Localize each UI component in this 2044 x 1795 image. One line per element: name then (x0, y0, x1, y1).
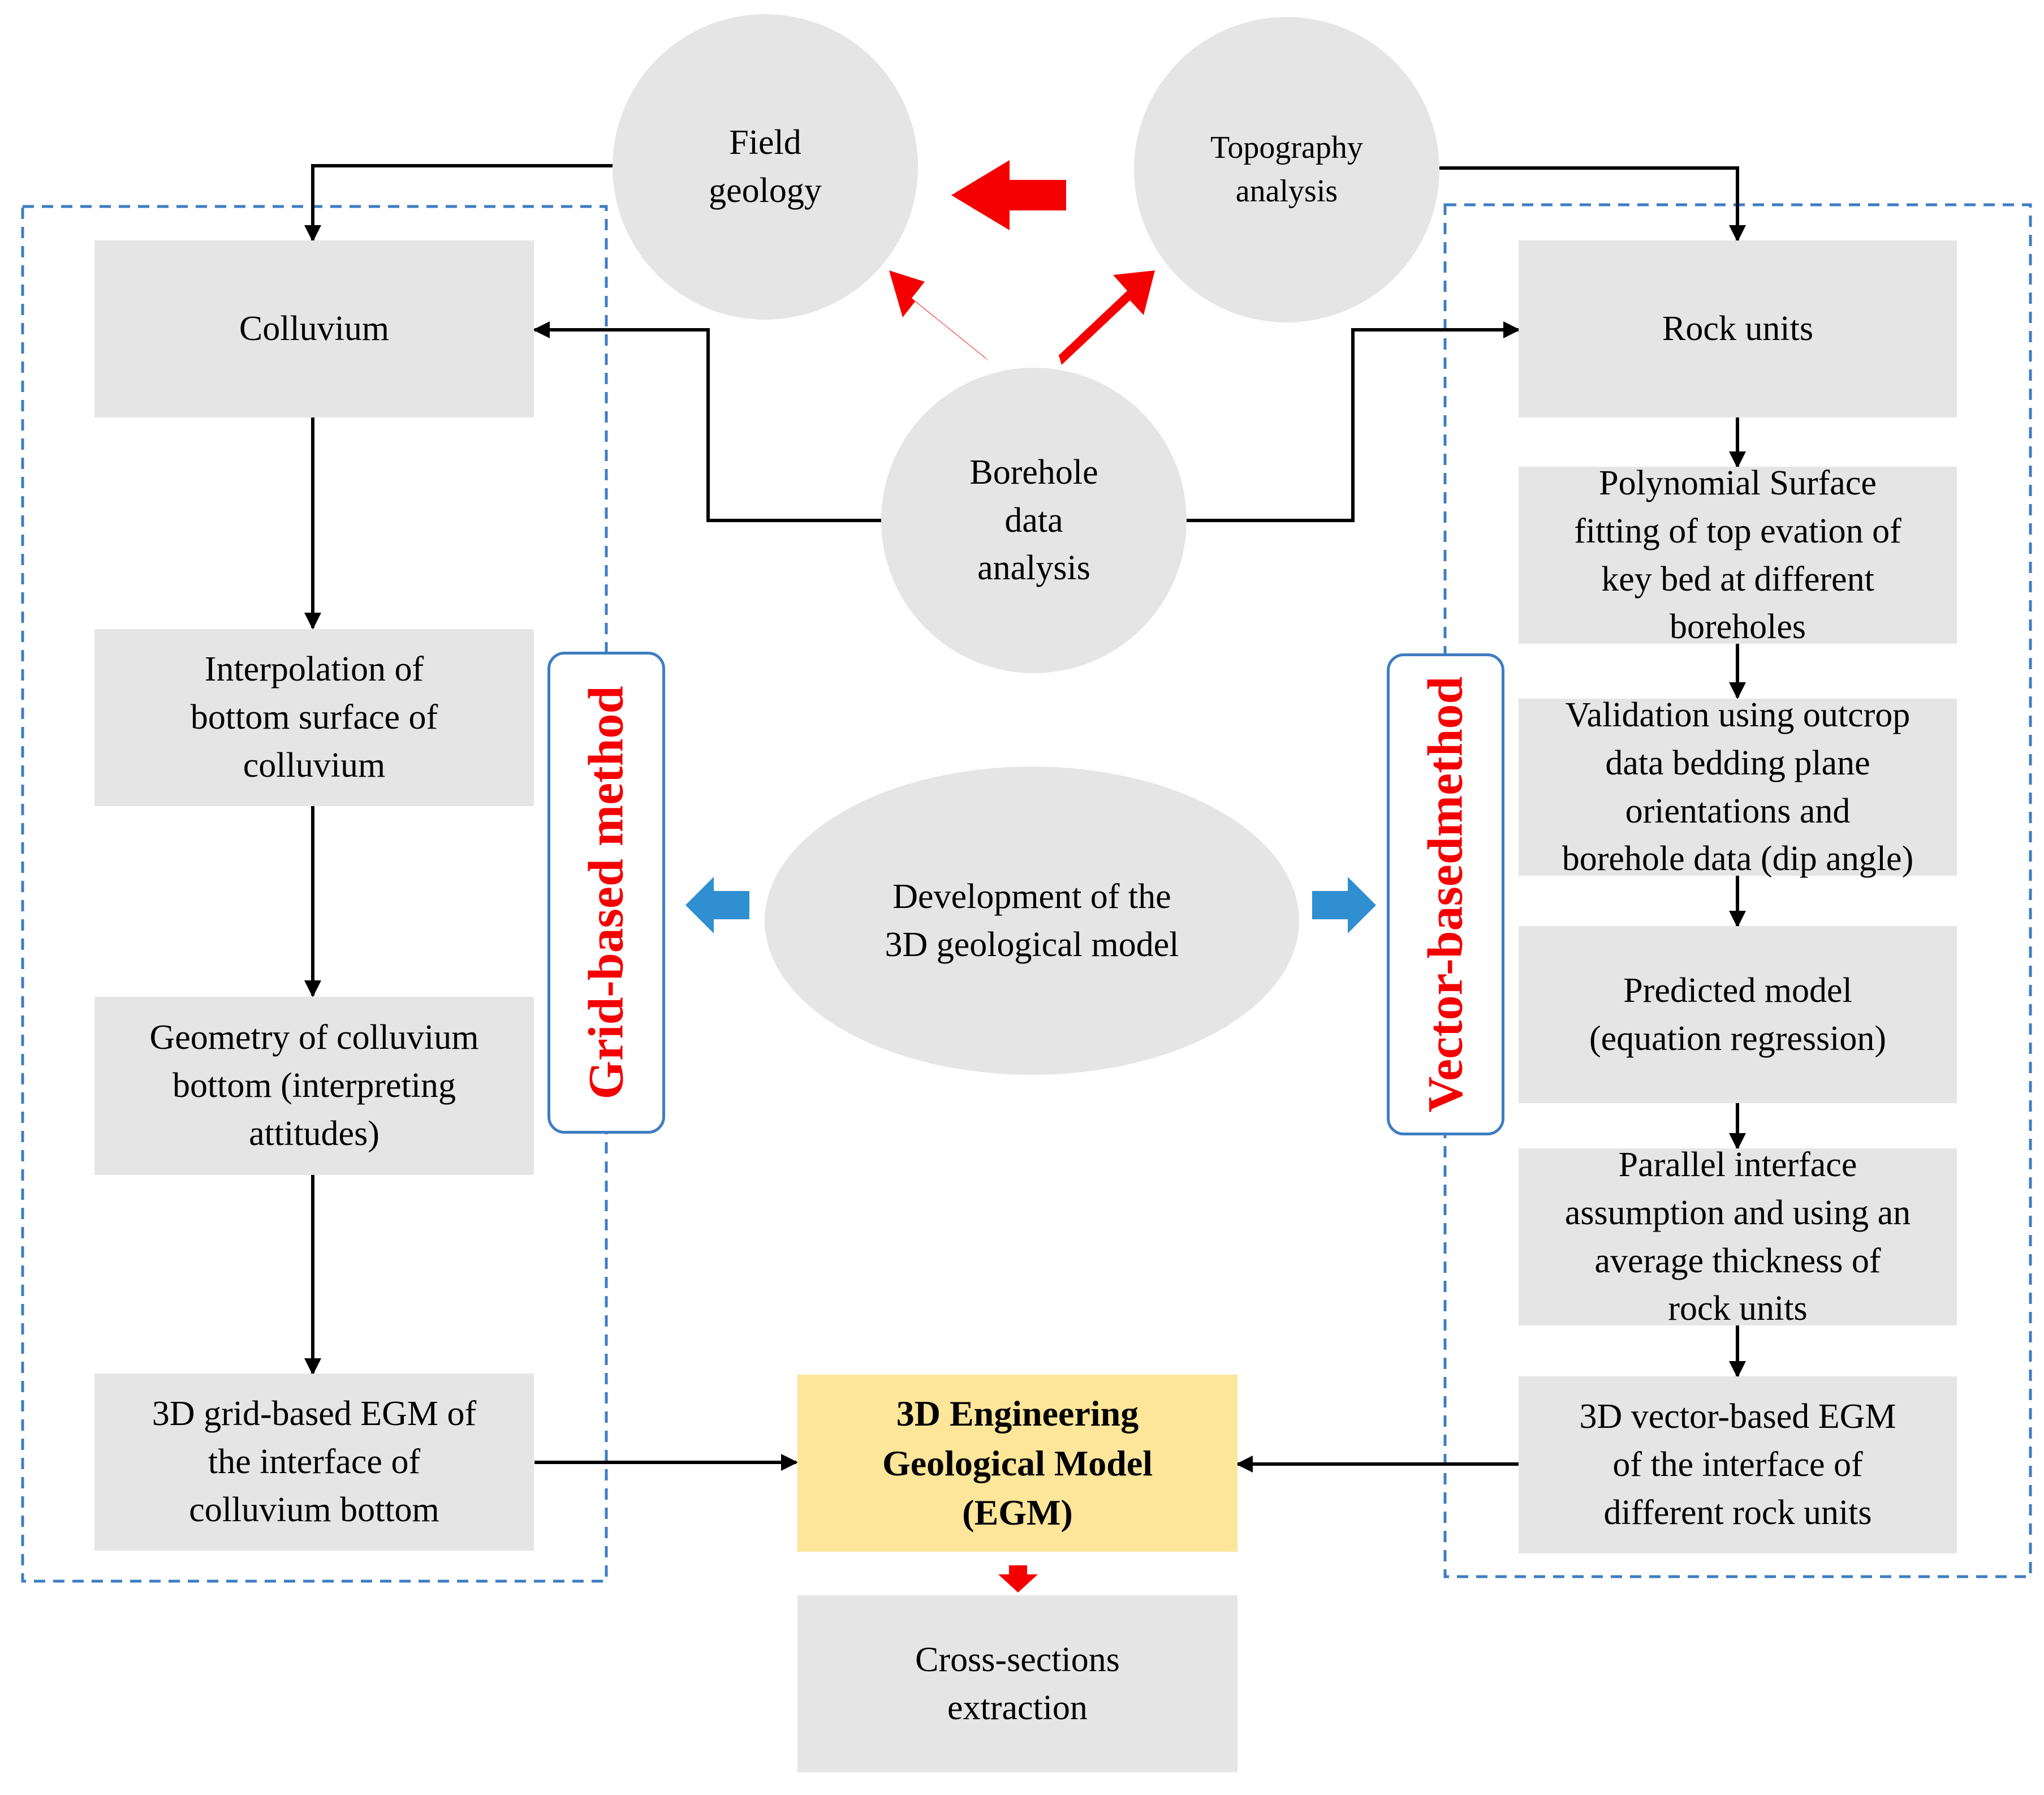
node-text: 3D grid-based EGM of the interface of coll… (152, 1390, 476, 1534)
text-line: assumption and using an (1564, 1193, 1911, 1232)
node-text: Grid-based method (578, 686, 634, 1100)
text-line: extraction (947, 1688, 1088, 1727)
polynomial-fitting-box: Polynomial Surface fitting of top evation… (1519, 464, 1957, 646)
text-line: key bed at different (1601, 559, 1874, 599)
text-line: borehole data (dip angle) (1562, 840, 1914, 879)
node-text: Predicted model (equation regression) (1589, 967, 1886, 1063)
text-line: Topography (1210, 130, 1363, 166)
geometry-box: Geometry of colluvium bottom (interpretin… (94, 997, 534, 1175)
node-text: Polynomial Surface fitting of top evation… (1574, 459, 1901, 652)
text-line: orientations and (1625, 791, 1851, 830)
topography-analysis-node: Topography analysis (1134, 17, 1439, 322)
node-text: Topography analysis (1210, 126, 1363, 213)
red-arrow-borehole-to-topography (1059, 270, 1155, 365)
grid-method-label-box: Grid-based method (547, 652, 665, 1134)
node-text: Rock units (1662, 305, 1813, 353)
node-text: Geometry of colluvium bottom (interpretin… (150, 1014, 479, 1158)
text-line: Development of the (892, 877, 1171, 916)
text-line: colluvium bottom (189, 1490, 439, 1529)
text-line: analysis (977, 549, 1090, 588)
predicted-model-box: Predicted model (equation regression) (1519, 926, 1957, 1103)
node-text: Development of the 3D geological model (885, 873, 1179, 969)
red-arrow-egm-to-cross-sections (998, 1565, 1038, 1592)
text-line: data (1004, 501, 1063, 540)
text-line: Geometry of colluvium (149, 1018, 479, 1057)
text-line: rock units (1668, 1289, 1808, 1328)
validation-box: Validation using outcrop data bedding pla… (1519, 696, 1957, 878)
borehole-data-analysis-node: Borehole data analysis (881, 368, 1187, 673)
text-line: 3D vector-based EGM (1579, 1397, 1896, 1436)
grid-method-label: Grid-based method (578, 686, 634, 1100)
node-text: Borehole data analysis (969, 449, 1098, 593)
text-line: Validation using outcrop (1565, 695, 1911, 734)
vector-method-label-box: Vector-basedmethod (1387, 653, 1504, 1135)
node-text: Cross-sections extraction (915, 1636, 1120, 1732)
text-line: bottom surface of (190, 698, 438, 737)
node-text: Vector-basedmethod (1417, 677, 1473, 1113)
development-3d-model-node: Development of the 3D geological model (765, 767, 1299, 1075)
grid-egm-box: 3D grid-based EGM of the interface of coll… (94, 1374, 534, 1551)
text-line: Rock units (1662, 309, 1813, 348)
text-line: fitting of top evation of (1574, 511, 1901, 550)
connector-field-to-colluvium (304, 164, 614, 242)
text-line: 3D grid-based EGM of (152, 1394, 477, 1434)
blue-arrow-to-grid-method (685, 877, 749, 933)
text-line: the interface of (208, 1443, 421, 1482)
text-line: 3D Engineering (896, 1393, 1139, 1434)
red-arrow-borehole-to-field (889, 270, 989, 361)
connector-borehole-to-colluvium (533, 321, 881, 522)
text-line: Vector-based (1418, 837, 1473, 1113)
text-line: Predicted model (1623, 971, 1852, 1010)
text-line: Cross-sections (915, 1640, 1120, 1679)
text-line: different rock units (1603, 1493, 1872, 1532)
field-geology-node: Field geology (613, 14, 918, 320)
text-line: method (1418, 676, 1473, 837)
node-text: Field geology (709, 119, 822, 215)
text-line: geology (709, 171, 822, 210)
text-line: Geological Model (882, 1443, 1153, 1483)
text-line: Grid-based method (579, 686, 634, 1100)
text-line: of the interface of (1612, 1445, 1863, 1484)
text-line: colluvium (243, 746, 386, 785)
text-line: Parallel interface (1618, 1145, 1857, 1184)
node-text: Parallel interface assumption and using a… (1565, 1141, 1911, 1333)
node-text: Validation using outcrop data bedding pla… (1562, 691, 1913, 884)
text-line: Interpolation of (204, 650, 424, 689)
vector-egm-box: 3D vector-based EGM of the interface of di… (1519, 1376, 1957, 1553)
text-line: analysis (1235, 174, 1338, 209)
text-line: attitudes) (249, 1114, 380, 1153)
colluvium-box: Colluvium (94, 240, 534, 417)
text-line: Polynomial Surface (1599, 463, 1877, 502)
node-text: Colluvium (239, 305, 389, 353)
blue-arrow-to-vector-method (1312, 877, 1376, 933)
text-line: data bedding plane (1605, 743, 1870, 782)
vector-method-label: Vector-basedmethod (1417, 677, 1473, 1113)
rock-units-box: Rock units (1519, 240, 1957, 417)
text-line: (equation regression) (1589, 1019, 1887, 1058)
parallel-interface-box: Parallel interface assumption and using a… (1519, 1146, 1957, 1328)
text-line: Colluvium (239, 309, 390, 348)
text-line: boreholes (1669, 608, 1806, 647)
interpolation-box: Interpolation of bottom surface of colluvi… (94, 629, 534, 806)
node-text: 3D vector-based EGM of the interface of di… (1579, 1393, 1896, 1537)
text-line: 3D geological model (885, 925, 1179, 964)
text-line: average thickness of (1594, 1241, 1881, 1280)
red-arrow-topography-to-field (951, 160, 1066, 230)
text-line: (EGM) (962, 1492, 1073, 1533)
cross-sections-box: Cross-sections extraction (797, 1595, 1237, 1772)
connector-borehole-to-rock (1187, 321, 1520, 522)
text-line: bottom (interpreting (172, 1066, 456, 1105)
connector-topography-to-rock (1439, 166, 1746, 242)
node-text: Interpolation of bottom surface of colluvi… (191, 645, 438, 790)
text-line: Borehole (969, 453, 1098, 492)
text-line: Field (729, 123, 801, 162)
